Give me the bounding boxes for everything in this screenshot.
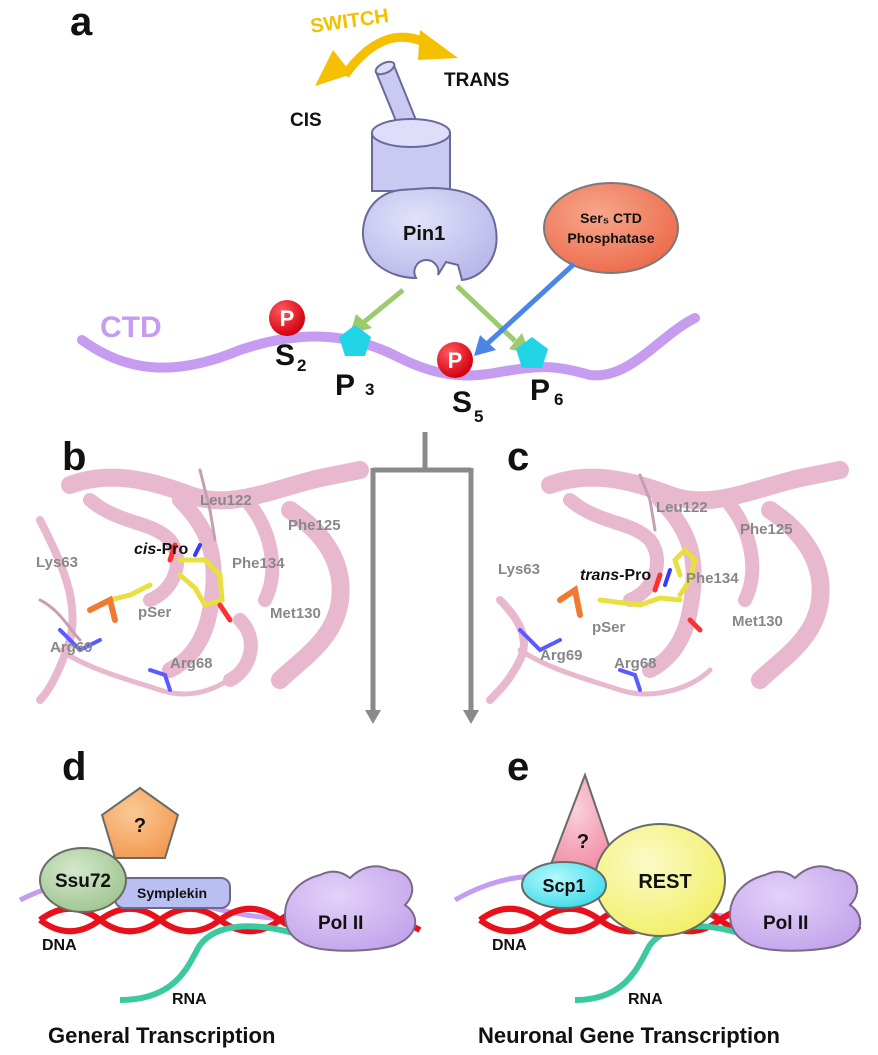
phosphatase-label-1: Ser₅ CTD: [580, 210, 642, 226]
d-ssu72-label: Ssu72: [55, 871, 111, 892]
d-dna-label: DNA: [42, 937, 77, 954]
panel-letter-c: c: [507, 435, 529, 479]
e-question-label: ?: [577, 831, 589, 853]
phospho-s2: [269, 300, 305, 336]
d-pol2-shape: [283, 865, 417, 952]
d-caption: General Transcription: [48, 1023, 275, 1048]
arrow-phosphatase-to-s5: [486, 262, 576, 345]
b-label-leu122: Leu122: [200, 492, 252, 509]
structure-c: [486, 461, 849, 704]
panel-letter-a: a: [70, 0, 93, 44]
b-label-arg69: Arg69: [50, 639, 93, 656]
c-label-arg69: Arg69: [540, 647, 583, 664]
panel-d: d Pol II ? Symplekin Ssu72 DNA RNA Gener…: [18, 745, 422, 1048]
e-pol2-label: Pol II: [763, 913, 808, 934]
arrow-pin1-to-p3: [362, 288, 405, 324]
c-label-leu122: Leu122: [656, 499, 708, 516]
switch-arrow: [315, 30, 458, 86]
proline-p6: [516, 337, 548, 368]
c-label-phe134: Phe134: [686, 570, 739, 587]
structure-b: [36, 461, 369, 704]
b-label-arg68: Arg68: [170, 655, 213, 672]
proline-p3: [339, 325, 371, 356]
panel-b: b Leu122 Phe125 Lys63 Phe134 pSer Met130: [36, 435, 369, 704]
c-label-phe125: Phe125: [740, 521, 793, 538]
b-cis-pro-label: cis-Pro: [134, 541, 188, 558]
c-label-met130: Met130: [732, 613, 783, 630]
d-rna-label: RNA: [172, 991, 207, 1008]
e-rna-label: RNA: [628, 991, 663, 1008]
c-label-arg68: Arg68: [614, 655, 657, 672]
ctd-label: CTD: [100, 311, 162, 344]
phospho-s2-label: P: [280, 306, 295, 331]
b-label-pser: pSer: [138, 604, 172, 621]
panel-c: c Leu122 Phe125 Lys63 Phe134 pSer Met130…: [486, 435, 849, 704]
d-rna-strand: [119, 923, 301, 1003]
d-question-label: ?: [134, 815, 146, 837]
switch-label: SWITCH: [309, 5, 390, 38]
b-label-phe134: Phe134: [232, 555, 285, 572]
fork-connector: [365, 432, 479, 724]
c-label-lys63: Lys63: [498, 561, 540, 578]
e-rna-strand: [574, 923, 746, 1003]
arrowhead-phosphatase-s5: [474, 335, 496, 356]
panel-letter-e: e: [507, 745, 529, 789]
e-scp1-ellipse: [521, 861, 607, 909]
pin1-label: Pin1: [403, 223, 445, 245]
cis-label: CIS: [290, 110, 322, 131]
panel-letter-d: d: [62, 745, 86, 789]
d-pol2-label: Pol II: [318, 913, 363, 934]
d-ssu72-ellipse: [39, 847, 127, 913]
e-rest-label: REST: [638, 871, 691, 893]
b-label-lys63: Lys63: [36, 554, 78, 571]
e-caption: Neuronal Gene Transcription: [478, 1023, 780, 1048]
e-pol2-shape: [728, 865, 862, 952]
e-scp1-label: Scp1: [542, 876, 585, 896]
panel-e: e Pol II ? REST Scp1 DNA RNA Neuronal Ge…: [453, 745, 862, 1048]
trans-label: TRANS: [444, 70, 509, 91]
phospho-s5: [437, 342, 473, 378]
panel-a: a SWITCH CIS TRANS Pin1 Ser₅ CTD Phospha…: [70, 0, 700, 426]
phosphatase-ellipse: [543, 182, 679, 274]
d-question-pentagon: [100, 786, 180, 859]
phospho-s5-label: P: [448, 348, 463, 373]
b-label-met130: Met130: [270, 605, 321, 622]
c-trans-pro-label: trans-Pro: [580, 567, 651, 584]
arrow-pin1-to-p6: [455, 284, 517, 343]
phosphatase-label-2: Phosphatase: [567, 230, 654, 246]
pin1-switch: [362, 60, 498, 282]
panel-letter-b: b: [62, 435, 86, 479]
d-symplekin-label: Symplekin: [137, 885, 207, 901]
ctd-strand: [77, 313, 700, 381]
e-dna-label: DNA: [492, 937, 527, 954]
b-label-phe125: Phe125: [288, 517, 341, 534]
c-label-pser: pSer: [592, 619, 626, 636]
